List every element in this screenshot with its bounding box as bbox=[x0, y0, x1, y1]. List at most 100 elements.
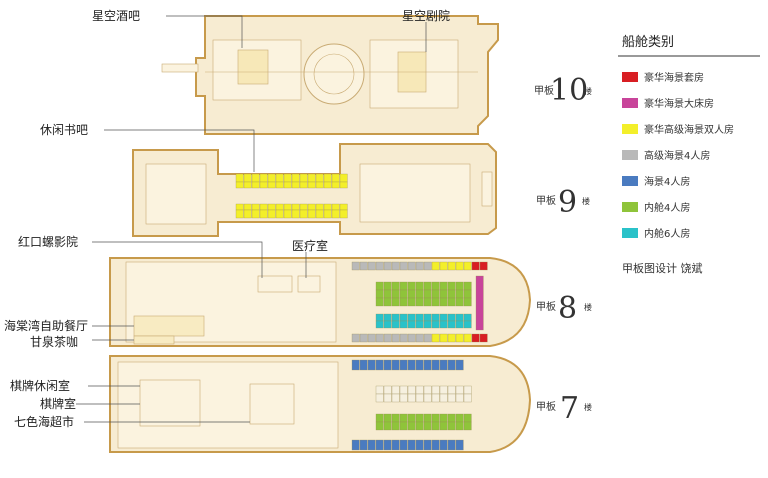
legend-swatch bbox=[622, 72, 638, 82]
cabin-cell bbox=[375, 413, 384, 423]
cabin-cell bbox=[463, 313, 472, 322]
cabin-cell bbox=[439, 297, 448, 307]
cabin-cell bbox=[431, 281, 440, 291]
cabin-cell bbox=[315, 203, 324, 211]
legend-swatch bbox=[622, 124, 638, 134]
cabin-cell bbox=[367, 439, 376, 451]
cabin-cell bbox=[399, 385, 408, 395]
legend-label: 豪华高级海景双人房 bbox=[644, 123, 734, 136]
cabin-cell bbox=[243, 181, 252, 189]
cabin-cell bbox=[391, 313, 400, 322]
book-bar-label: 休闲书吧 bbox=[40, 123, 88, 137]
cabin-cell bbox=[391, 439, 400, 451]
cabin-legend: 船舱类别 豪华海景套房豪华海景大床房豪华高级海景双人房高级海景4人房海景4人房内… bbox=[618, 35, 760, 275]
cabin-cell bbox=[415, 385, 424, 395]
cabin-cell bbox=[383, 385, 392, 395]
legend-label: 海景4人房 bbox=[644, 175, 690, 188]
cabin-cell bbox=[383, 320, 392, 329]
cabin-cell bbox=[431, 385, 440, 395]
cabin-cell bbox=[407, 333, 416, 343]
cabin-cell bbox=[383, 297, 392, 307]
cabin-cell bbox=[259, 209, 268, 219]
market-label: 七色海超市 bbox=[14, 414, 74, 429]
cabin-cell bbox=[439, 413, 448, 423]
cabin-cell bbox=[439, 281, 448, 291]
cabin-cell bbox=[447, 359, 456, 371]
cabin-cell bbox=[331, 173, 340, 183]
deck-7-word: 甲板 bbox=[536, 400, 556, 413]
deck-7-plan bbox=[109, 355, 532, 453]
cabin-cell bbox=[375, 281, 384, 291]
cabin-cell bbox=[407, 297, 416, 307]
cabin-cell bbox=[415, 359, 424, 371]
legend-swatch bbox=[622, 98, 638, 108]
cabin-cell bbox=[415, 281, 424, 291]
cabin-cell bbox=[407, 413, 416, 423]
cabin-cell bbox=[339, 203, 348, 211]
cabin-cell bbox=[251, 181, 260, 189]
cabin-cell bbox=[463, 393, 472, 403]
cabin-cell bbox=[267, 173, 276, 183]
cabin-cell bbox=[463, 333, 472, 343]
cabin-cell bbox=[267, 209, 276, 219]
cabin-cell bbox=[331, 209, 340, 219]
cabin-cell bbox=[431, 421, 440, 431]
cabin-cell bbox=[375, 313, 384, 322]
cabin-cell bbox=[415, 421, 424, 431]
cabin-cell bbox=[463, 421, 472, 431]
cabin-cell bbox=[383, 413, 392, 423]
cabin-cell bbox=[283, 181, 292, 189]
cabin-cell bbox=[415, 289, 424, 299]
cabin-cell bbox=[423, 413, 432, 423]
cabin-cell bbox=[359, 439, 368, 451]
cabin-cell bbox=[275, 209, 284, 219]
cabin-cell bbox=[359, 359, 368, 371]
cabin-cell bbox=[315, 173, 324, 183]
cabin-cell bbox=[275, 203, 284, 211]
cabin-cell bbox=[455, 261, 464, 271]
cabin-cell bbox=[415, 413, 424, 423]
cabin-cell bbox=[399, 313, 408, 322]
cabin-cell bbox=[391, 393, 400, 403]
deck-10-plan bbox=[161, 15, 499, 135]
cabin-cell bbox=[431, 297, 440, 307]
cabin-cell bbox=[463, 297, 472, 307]
cabin-cell bbox=[399, 413, 408, 423]
cabin-cell bbox=[455, 289, 464, 299]
cabin-cell bbox=[423, 393, 432, 403]
cabin-cell bbox=[283, 173, 292, 183]
legend-label: 内舱6人房 bbox=[644, 227, 690, 240]
cabin-cell bbox=[375, 261, 384, 271]
cabin-cell bbox=[391, 421, 400, 431]
cabin-cell bbox=[399, 289, 408, 299]
cabin-cell bbox=[431, 393, 440, 403]
cabin-cell bbox=[391, 261, 400, 271]
cabin-cell bbox=[251, 209, 260, 219]
cabin-cell bbox=[447, 289, 456, 299]
cabin-cell bbox=[275, 173, 284, 183]
cabin-cell bbox=[391, 385, 400, 395]
cabin-cell bbox=[431, 320, 440, 329]
legend-label: 豪华海景大床房 bbox=[644, 97, 714, 110]
cabin-cell bbox=[407, 359, 416, 371]
legend-title: 船舱类别 bbox=[622, 35, 674, 50]
star-bar-label: 星空酒吧 bbox=[92, 9, 140, 23]
deck-10-number: 10 bbox=[550, 73, 588, 108]
deck-9-cabin-block bbox=[235, 173, 348, 219]
cabin-cell bbox=[431, 359, 440, 371]
cabin-cell bbox=[383, 289, 392, 299]
deck-9-label: 甲板 9 楼 bbox=[536, 185, 590, 220]
cabin-cell bbox=[399, 281, 408, 291]
cabin-cell bbox=[383, 421, 392, 431]
legend-label: 高级海景4人房 bbox=[644, 149, 710, 162]
cabin-cell bbox=[267, 203, 276, 211]
deck-8-number: 8 bbox=[558, 291, 577, 326]
cabin-cell bbox=[423, 359, 432, 371]
cabin-cell bbox=[391, 281, 400, 291]
cabin-cell bbox=[463, 413, 472, 423]
cabin-cell bbox=[399, 297, 408, 307]
cabin-cell bbox=[407, 421, 416, 431]
cabin-cell bbox=[455, 393, 464, 403]
cabin-cell bbox=[455, 359, 464, 371]
cabin-cell bbox=[407, 393, 416, 403]
